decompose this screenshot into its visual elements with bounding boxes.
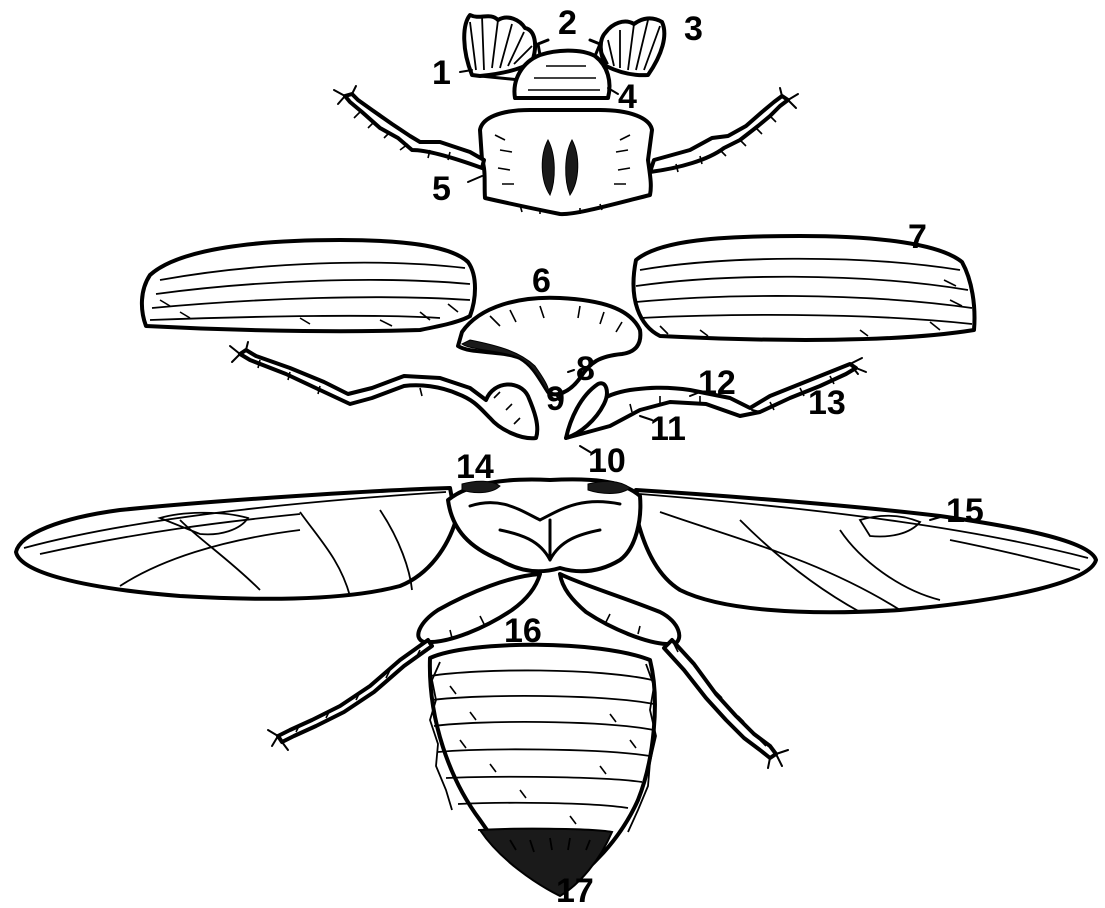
- label-6: 6: [532, 262, 551, 300]
- label-9-text: 9: [546, 380, 565, 418]
- label-10-text: 10: [588, 442, 626, 480]
- label-12: 12: [698, 364, 736, 402]
- left-elytron: [142, 240, 475, 331]
- label-5-text: 5: [432, 170, 451, 208]
- label-7-text: 7: [908, 218, 927, 256]
- label-17-text: 17: [556, 872, 594, 908]
- right-hind-wing: [636, 490, 1096, 612]
- label-12-text: 12: [698, 364, 736, 402]
- label-8-text: 8: [576, 350, 595, 388]
- label-3: 3: [684, 10, 703, 48]
- label-16-text: 16: [504, 612, 542, 650]
- label-11-text: 11: [650, 410, 686, 448]
- label-10: 10: [588, 442, 626, 480]
- label-9: 9: [546, 380, 565, 418]
- label-4-text: 4: [618, 78, 637, 116]
- label-14: 14: [456, 448, 494, 486]
- label-2-text: 2: [558, 4, 577, 42]
- label-8: 8: [576, 350, 595, 388]
- label-15: 15: [946, 492, 984, 530]
- label-13-text: 13: [808, 384, 846, 422]
- label-6-text: 6: [532, 262, 551, 300]
- left-mid-leg: [230, 342, 537, 438]
- metathorax: [448, 479, 640, 571]
- label-11: 11: [650, 410, 686, 448]
- label-1: 1: [432, 54, 451, 92]
- label-5: 5: [432, 170, 451, 208]
- right-front-leg: [650, 88, 798, 172]
- label-17: 17: [556, 872, 594, 908]
- label-7: 7: [908, 218, 927, 256]
- left-front-leg: [334, 86, 484, 168]
- pronotum: [480, 110, 652, 214]
- left-hind-wing: [16, 488, 456, 599]
- label-4: 4: [618, 78, 637, 116]
- label-15-text: 15: [946, 492, 984, 530]
- label-3-text: 3: [684, 10, 703, 48]
- label-13: 13: [808, 384, 846, 422]
- label-16: 16: [504, 612, 542, 650]
- label-2: 2: [558, 4, 577, 42]
- label-14-text: 14: [456, 448, 494, 486]
- label-1-text: 1: [432, 54, 451, 92]
